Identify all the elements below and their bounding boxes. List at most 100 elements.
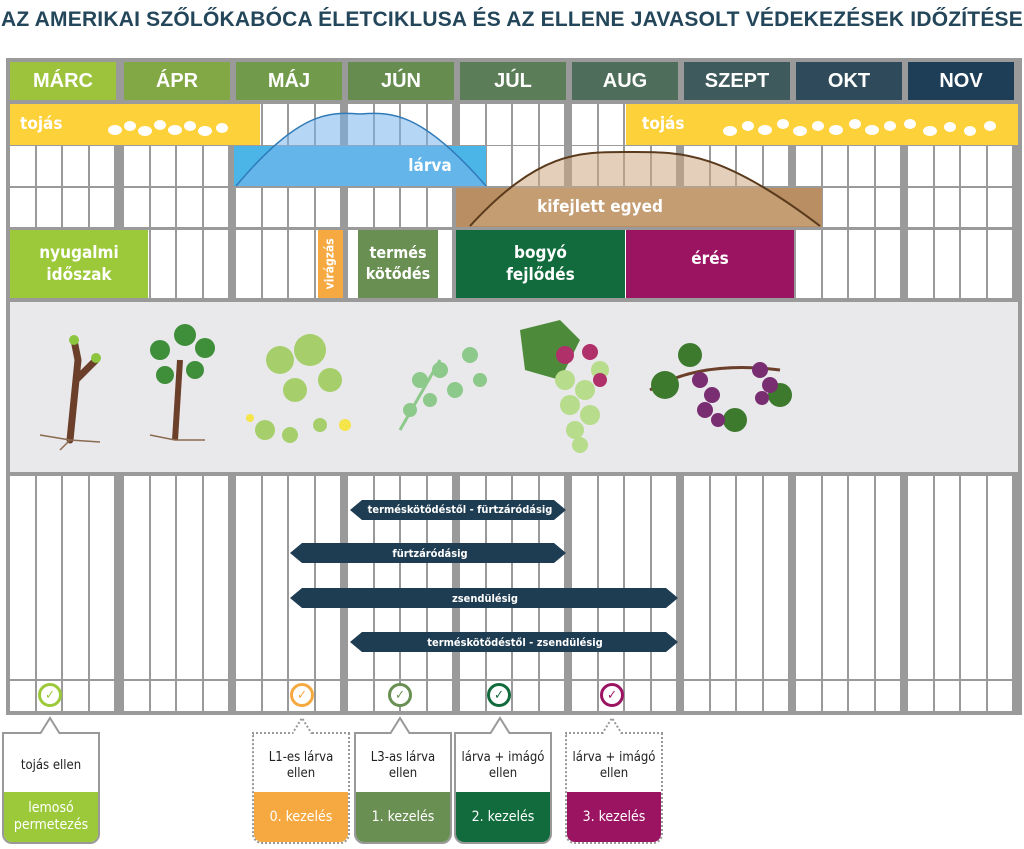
grid-cell xyxy=(177,230,202,298)
grid-cell xyxy=(908,476,933,679)
grid-cell xyxy=(572,681,597,711)
grid-cell xyxy=(875,230,900,298)
grid-cell xyxy=(539,104,564,145)
grid-cell xyxy=(124,476,149,679)
grid-cell xyxy=(315,476,340,679)
berry-stage: bogyó fejlődés xyxy=(456,230,625,298)
flowering-label: virágzás xyxy=(322,238,337,290)
grid-cell xyxy=(961,681,986,711)
period-label: terméskötődéstől - fürtzáródásig xyxy=(367,502,553,516)
grid-cell xyxy=(124,681,149,711)
grid-cell xyxy=(625,681,650,711)
grid-cell xyxy=(849,146,874,186)
grid-cell xyxy=(849,188,874,227)
treatment-name: lemosó permetezés xyxy=(4,792,98,842)
grid-cell xyxy=(908,230,933,298)
grid-cell xyxy=(203,230,228,298)
check-icon: ✓ xyxy=(487,683,511,707)
grid-cell xyxy=(710,681,735,711)
flowering-stage: virágzás xyxy=(318,230,343,298)
page-title: AZ AMERIKAI SZŐLŐKABÓCA ÉLETCIKLUSA ÉS A… xyxy=(1,8,1023,31)
month-header: AUG xyxy=(572,62,678,100)
budbreak-vine-icon xyxy=(149,324,215,441)
ripe-grape-icon xyxy=(649,343,792,432)
grid-cell xyxy=(36,146,61,186)
grid-cell xyxy=(177,476,202,679)
check-icon: ✓ xyxy=(388,683,412,707)
grid-cell xyxy=(849,681,874,711)
treatment-name: 1. kezelés xyxy=(356,792,450,842)
month-header: OKT xyxy=(796,62,902,100)
grid-cell xyxy=(486,104,511,145)
treatment-target: tojás ellen xyxy=(20,758,82,774)
grid-cell xyxy=(150,230,175,298)
grid-cell xyxy=(875,476,900,679)
period-label: zsendülésig xyxy=(451,591,518,605)
plant-illustrations xyxy=(39,320,792,453)
treatment-target: L3-as lárva ellen xyxy=(370,750,436,781)
period-arrow xyxy=(290,543,566,563)
treatment-card: tojás ellen lemosó permetezés xyxy=(2,732,100,844)
grid-cell xyxy=(177,188,202,227)
adult-label: kifejlett egyed xyxy=(537,197,663,218)
month-header: MÁJ xyxy=(236,62,342,100)
grid-cell xyxy=(598,104,623,145)
grid-cell xyxy=(401,188,426,227)
callout-pointer xyxy=(389,716,411,735)
grid-cell xyxy=(36,188,61,227)
grid-cell xyxy=(822,146,847,186)
grid-cell xyxy=(262,476,287,679)
grid-cell xyxy=(987,681,1012,711)
berry-cluster-icon xyxy=(520,320,609,453)
month-header: JÚL xyxy=(460,62,566,100)
grid-cell xyxy=(908,681,933,711)
grid-cell xyxy=(934,188,959,227)
grid-cell xyxy=(89,476,114,679)
grid-cell xyxy=(236,681,261,711)
grid-cell xyxy=(908,188,933,227)
grid-cell xyxy=(796,681,821,711)
grid-cell xyxy=(10,681,35,711)
grid-cell xyxy=(934,230,959,298)
grid-cell xyxy=(10,146,35,186)
grid-cell xyxy=(875,146,900,186)
check-icon: ✓ xyxy=(290,683,314,707)
adult-curve xyxy=(469,150,821,227)
grid-cell xyxy=(875,681,900,711)
grid-cell xyxy=(460,681,485,711)
grid-cell xyxy=(987,188,1012,227)
month-header: ÁPR xyxy=(124,62,230,100)
grid-cell xyxy=(150,681,175,711)
grid-cell xyxy=(737,681,762,711)
grid-cell xyxy=(684,681,709,711)
grid-cell xyxy=(427,681,452,711)
grid-cell xyxy=(236,230,261,298)
grid-cell xyxy=(203,188,228,227)
period-label: fürtzáródásig xyxy=(392,546,468,560)
grid-cell xyxy=(539,681,564,711)
grid-cell xyxy=(63,476,88,679)
check-icon: ✓ xyxy=(600,683,624,707)
treatment-name: 3. kezelés xyxy=(567,792,661,842)
period-arrow xyxy=(350,500,566,520)
grid-cell xyxy=(796,230,821,298)
egg-label: tojás xyxy=(20,114,63,135)
grid-cell xyxy=(124,146,149,186)
grid-cell xyxy=(796,146,821,186)
dormancy-stage: nyugalmi időszak xyxy=(10,230,148,298)
egg-label: tojás xyxy=(642,114,685,135)
grid-cell xyxy=(684,476,709,679)
grid-cell xyxy=(961,476,986,679)
grid-cell xyxy=(150,476,175,679)
grid-cell xyxy=(763,146,788,186)
flowering-vine-icon xyxy=(246,334,351,443)
grid-cell xyxy=(822,476,847,679)
grid-cell xyxy=(849,230,874,298)
grid-cell xyxy=(63,681,88,711)
grid-cell xyxy=(763,476,788,679)
grid-cell xyxy=(63,188,88,227)
period-label: terméskötődéstől - zsendülésig xyxy=(427,635,603,649)
grid-cell xyxy=(651,681,676,711)
